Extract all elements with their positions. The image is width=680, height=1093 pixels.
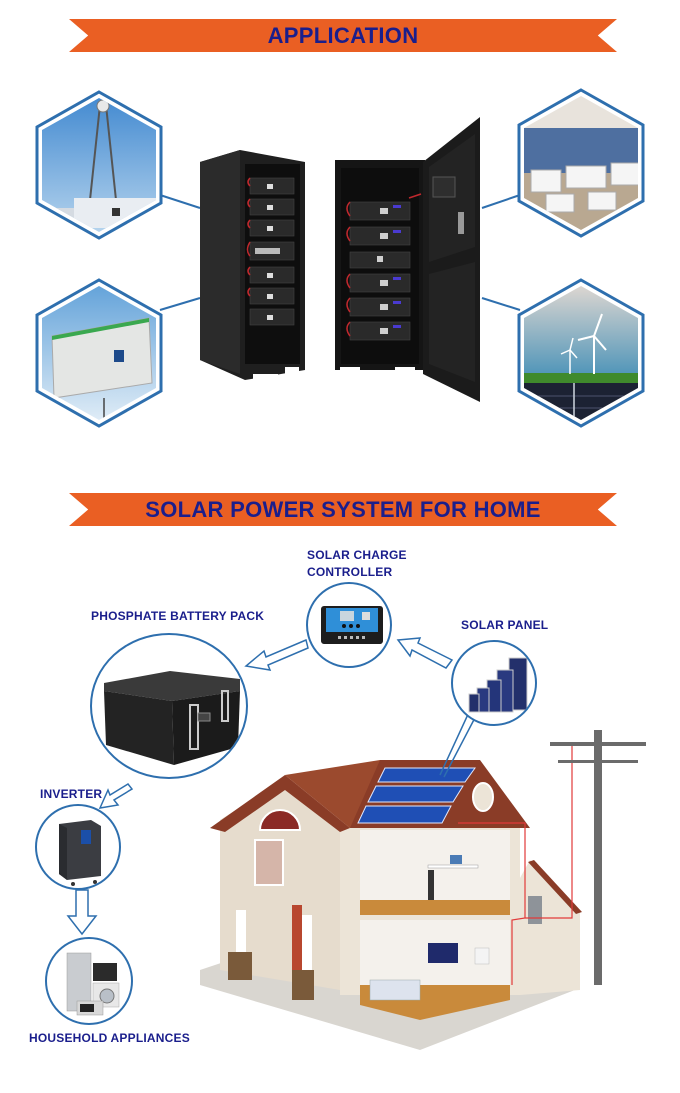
battery-pack-circle: [90, 633, 248, 779]
application-title: APPLICATION: [267, 22, 419, 48]
inverter-icon: [59, 820, 101, 886]
solar-panel-circle: [451, 640, 537, 726]
label-battery-pack: PHOSPHATE BATTERY PACK: [91, 609, 265, 623]
label-solar-panel: SOLAR PANEL: [461, 618, 549, 632]
label-household-appliances: HOUSEHOLD APPLIANCES: [29, 1031, 190, 1045]
flow-arrows: [98, 637, 479, 809]
charge-controller-circle: [306, 582, 392, 668]
household-appliances-circle: [45, 937, 133, 1025]
inverter-circle: [35, 804, 121, 890]
household-appliances-icon: [66, 952, 120, 1016]
hex-container-storage: [34, 278, 164, 428]
battery-rack-cabinets: [200, 117, 480, 402]
solar-system-banner: SOLAR POWER SYSTEM FOR HOME: [69, 493, 617, 526]
solar-system-title: SOLAR POWER SYSTEM FOR HOME: [145, 496, 541, 522]
hex-solar-farm-storage: [516, 88, 646, 238]
label-charge-controller-line2: CONTROLLER: [307, 565, 393, 579]
label-inverter: INVERTER: [40, 787, 103, 801]
arrow-inverter-to-appliances: [66, 889, 98, 936]
hex-connector-lines: [159, 194, 521, 311]
application-banner: APPLICATION: [69, 19, 617, 52]
label-charge-controller-line1: SOLAR CHARGE: [307, 548, 407, 562]
hex-wind-solar: [516, 278, 646, 428]
solar-panel-icon: [468, 657, 528, 713]
hex-telecom-tower: [34, 90, 164, 240]
solar-house-illustration: [200, 730, 646, 1050]
charge-controller-icon: [321, 606, 383, 644]
battery-pack-icon: [104, 671, 240, 765]
